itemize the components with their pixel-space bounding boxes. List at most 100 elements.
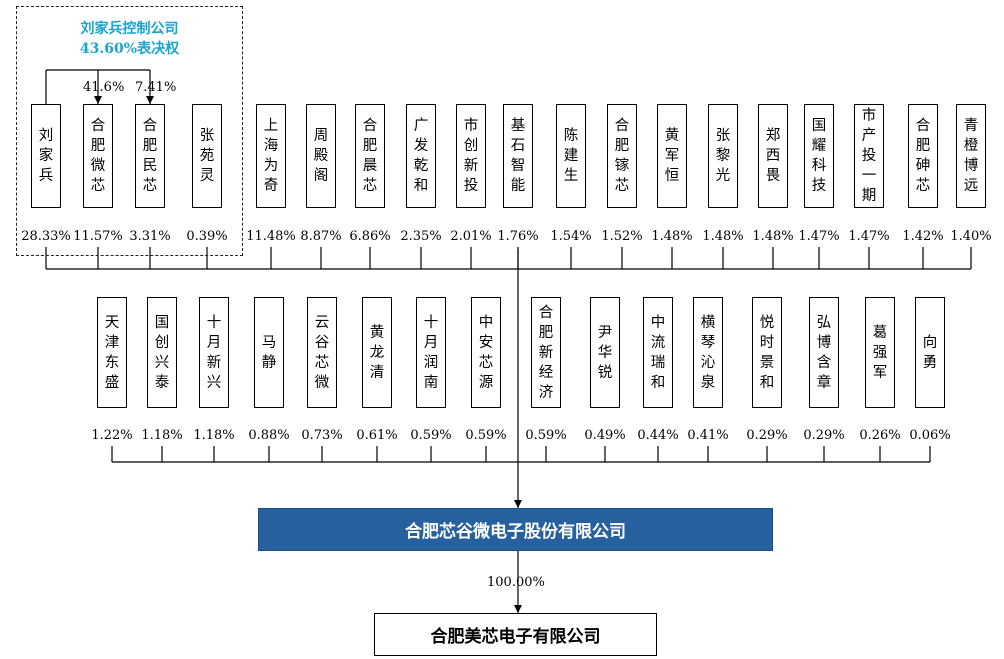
row1-holder-name-char: 芯 (90, 178, 106, 194)
row1-holder-pct: 8.87% (300, 229, 342, 244)
row2-holder-pct: 0.59% (525, 428, 567, 443)
row1-holder-name-char: 合 (362, 118, 378, 134)
row2-holder-name-char: 沁 (700, 354, 716, 371)
row2-holder-name-char: 景 (759, 354, 775, 371)
row1-holder-name-char: 芯 (142, 178, 158, 194)
row2-holder-pct: 0.44% (637, 428, 679, 443)
row1-holder-box: 黄军恒 (657, 104, 687, 208)
row1-holder-name-char: 苑 (199, 148, 215, 164)
row1-holder-name-char: 微 (90, 158, 106, 174)
row1-holder-name-char: 生 (563, 168, 579, 184)
control-group-title: 刘家兵控制公司 (80, 21, 179, 37)
row2-holder-box: 弘博含章 (809, 297, 839, 408)
row1-holder-pct: 28.33% (21, 229, 71, 244)
row2-holder-pct: 1.22% (91, 428, 133, 443)
row1-holder-name-char: 黄 (664, 128, 680, 144)
row1-holder-name-char: 远 (963, 178, 979, 194)
row1-holder-name-char: 芯 (362, 178, 378, 194)
row2-holder-name-char: 微 (314, 374, 330, 391)
row2-holder-box: 中流瑞和 (643, 297, 673, 408)
row2-holder-box: 葛强军 (865, 297, 895, 408)
row1-holder-name-char: 智 (510, 158, 526, 174)
row2-holder-name-char: 合 (538, 304, 554, 321)
row1-holder-name-char: 石 (510, 138, 526, 154)
row1-holder-name-char: 张 (199, 128, 215, 144)
row1-holder-name-char: 光 (715, 168, 731, 184)
edge-label-minxin: 7.41% (135, 80, 177, 95)
row1-holder-name-char: 黎 (715, 148, 731, 164)
row1-holder-name-char: 投 (463, 178, 479, 194)
row1-holder-name-char: 灵 (199, 168, 215, 184)
subsidiary-arrow (514, 605, 522, 613)
control-arrow-minxin (146, 96, 154, 104)
row1-holder-name-char: 陈 (563, 128, 579, 144)
row2-holder-name-char: 国 (154, 314, 170, 331)
row2-holder-name-char: 十 (206, 314, 222, 331)
row1-holder-box: 合肥民芯 (135, 104, 165, 208)
row1-holder-name-char: 合 (915, 118, 931, 134)
row2-holder-name-char: 源 (478, 374, 494, 391)
row1-holder-pct: 1.54% (550, 229, 592, 244)
row2-holder-name-char: 强 (872, 344, 888, 361)
row1-holder-pct: 1.42% (902, 229, 944, 244)
row2-holder-name-char: 黄 (369, 324, 385, 341)
row1-holder-name-char: 镓 (614, 158, 630, 174)
row1-holder-name-char: 芯 (915, 178, 931, 194)
control-group-box (16, 6, 243, 256)
row2-holder-box: 十月新兴 (199, 297, 229, 408)
row1-holder-name-char: 和 (413, 178, 429, 194)
company-arrow (514, 500, 522, 508)
row1-holder-name-char: 肥 (614, 138, 630, 154)
row1-holder-pct: 2.01% (450, 229, 492, 244)
row2-holder-pct: 0.59% (465, 428, 507, 443)
row2-holder-pct: 1.18% (193, 428, 235, 443)
row1-holder-name-char: 阁 (313, 168, 329, 184)
row1-holder-pct: 3.31% (129, 229, 171, 244)
row2-holder-name-char: 南 (423, 374, 439, 391)
row2-holder-pct: 0.41% (687, 428, 729, 443)
row1-holder-name-char: 市 (861, 108, 877, 124)
row1-holder-name-char: 殿 (313, 148, 329, 164)
row1-holder-box: 合肥镓芯 (607, 104, 637, 208)
row2-holder-name-char: 瑞 (650, 354, 666, 371)
row1-holder-pct: 0.39% (186, 229, 228, 244)
company-box: 合肥芯谷微电子股份有限公司 (258, 508, 773, 551)
row2-holder-name-char: 新 (206, 354, 222, 371)
row1-holder-name-char: 青 (963, 118, 979, 134)
row1-holder-box: 张黎光 (708, 104, 738, 208)
row2-holder-name-char: 和 (759, 374, 775, 391)
row2-holder-name-char: 华 (597, 344, 613, 361)
row2-holder-name-char: 静 (261, 354, 277, 371)
row2-holder-box: 马静 (254, 297, 284, 408)
row2-holder-name-char: 博 (816, 334, 832, 351)
row2-holder-box: 悦时景和 (752, 297, 782, 408)
row2-holder-box: 天津东盛 (97, 297, 127, 408)
edge-label-weixin: 41.6% (83, 80, 125, 95)
row2-holder-name-char: 章 (816, 374, 832, 391)
row1-holder-pct: 1.48% (752, 229, 794, 244)
row2-holder-name-char: 济 (538, 384, 554, 401)
row1-holder-name-char: 博 (963, 158, 979, 174)
row1-holder-pct: 1.52% (601, 229, 643, 244)
row2-holder-name-char: 时 (759, 334, 775, 351)
row2-holder-name-char: 弘 (816, 314, 832, 331)
row1-holder-box: 广发乾和 (406, 104, 436, 208)
row2-holder-name-char: 兴 (154, 354, 170, 371)
row1-holder-box: 市创新投 (456, 104, 486, 208)
row1-holder-name-char: 基 (510, 118, 526, 134)
row2-holder-name-char: 勇 (922, 354, 938, 371)
row1-holder-pct: 11.48% (246, 229, 296, 244)
row2-holder-box: 尹华锐 (590, 297, 620, 408)
row2-holder-box: 合肥新经济 (531, 297, 561, 408)
row1-holder-box: 郑西畏 (758, 104, 788, 208)
row1-holder-name-char: 合 (614, 118, 630, 134)
row1-holder-name-char: 肥 (142, 138, 158, 154)
row2-holder-box: 中安芯源 (471, 297, 501, 408)
row2-holder-name-char: 天 (104, 314, 120, 331)
row2-holder-name-char: 中 (650, 314, 666, 331)
row1-holder-name-char: 技 (811, 178, 827, 194)
row1-holder-name-char: 市 (463, 118, 479, 134)
row2-holder-pct: 0.29% (803, 428, 845, 443)
row2-holder-pct: 0.61% (356, 428, 398, 443)
row1-holder-name-char: 刘 (38, 128, 54, 144)
